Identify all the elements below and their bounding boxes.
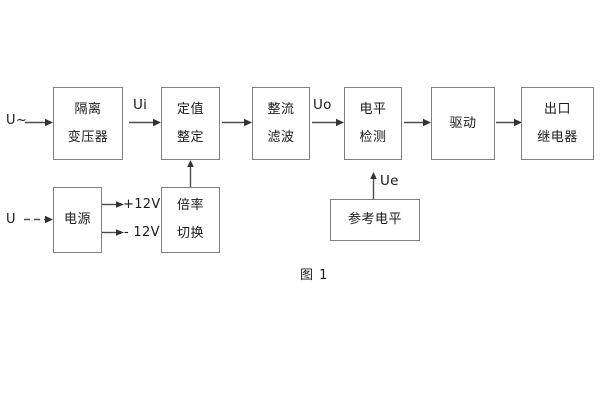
block-setting-value-line-1: 定值 <box>176 101 204 117</box>
supply-negative-label: - 12V <box>124 225 160 240</box>
arrow-level-detection-to-drive <box>404 118 431 127</box>
block-power-supply-line-1: 电源 <box>63 212 91 228</box>
block-rectifier-filter-line-2: 滤波 <box>267 129 295 145</box>
block-rectifier-filter: 整流 滤波 <box>252 87 310 160</box>
block-drive-line-1: 驱动 <box>449 115 477 131</box>
block-reference-level: 参考电平 <box>330 199 420 241</box>
block-output-relay: 出口 继电器 <box>521 87 594 160</box>
block-output-relay-line-1: 出口 <box>543 101 571 117</box>
arrow-multiplier-switch-to-setting-value <box>186 160 195 187</box>
block-isolation-transformer-line-2: 变压器 <box>67 129 109 145</box>
block-setting-value: 定值 整定 <box>161 87 220 160</box>
arrow-power-supply-positive <box>102 200 124 209</box>
arrow-reference-level-to-level-detection <box>369 172 378 199</box>
block-setting-value-line-2: 整定 <box>176 129 204 145</box>
input-dc-label: U <box>6 212 16 227</box>
block-multiplier-switch-line-1: 倍率 <box>176 198 204 214</box>
block-output-relay-line-2: 继电器 <box>537 129 578 145</box>
block-multiplier-switch: 倍率 切换 <box>161 187 220 253</box>
input-ac-label: U~ <box>6 113 28 128</box>
arrow-isolation-transformer-to-setting-value <box>129 118 161 127</box>
arrow-rectifier-filter-to-level-detection <box>312 118 344 127</box>
arrow-drive-to-output-relay <box>496 118 522 127</box>
signal-uo-label: Uo <box>313 97 332 113</box>
block-isolation-transformer: 隔离 变压器 <box>53 87 123 160</box>
supply-positive-label: +12V <box>123 197 161 212</box>
block-multiplier-switch-line-2: 切换 <box>176 226 204 241</box>
signal-ue-label: Ue <box>380 173 399 189</box>
block-level-detection: 电平 检测 <box>344 87 402 160</box>
block-isolation-transformer-line-1: 隔离 <box>74 101 102 117</box>
signal-ui-label: Ui <box>133 97 148 113</box>
block-drive: 驱动 <box>431 87 495 160</box>
figure-caption: 图 1 <box>300 268 329 283</box>
block-level-detection-line-2: 检测 <box>359 129 387 145</box>
block-power-supply: 电源 <box>53 187 102 253</box>
block-level-detection-line-1: 电平 <box>359 101 387 117</box>
arrow-input-dc-to-power-supply <box>22 215 53 224</box>
block-reference-level-line-1: 参考电平 <box>347 212 402 228</box>
arrow-input-ac-to-isolation-transformer <box>25 118 53 127</box>
arrow-power-supply-negative <box>102 228 124 237</box>
block-rectifier-filter-line-1: 整流 <box>267 101 295 117</box>
arrow-setting-value-to-rectifier-filter <box>222 118 252 127</box>
